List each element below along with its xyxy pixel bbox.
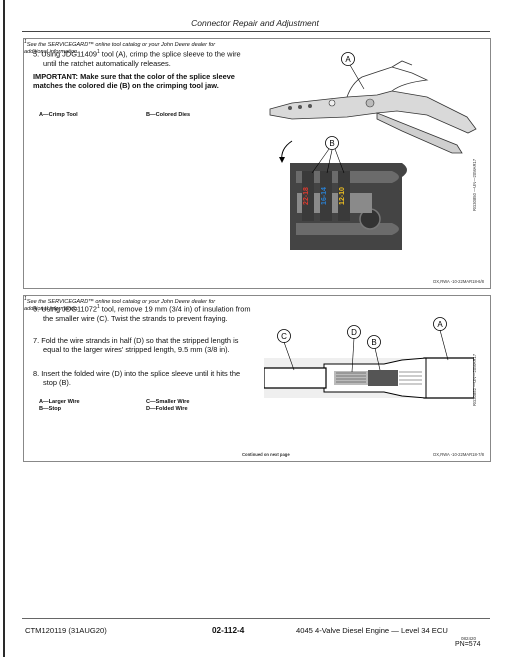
page-header-title: Connector Repair and Adjustment — [191, 18, 319, 28]
callout-d-label: D — [351, 328, 357, 337]
callout-b2-label: B — [371, 338, 376, 347]
callout-b — [325, 136, 339, 150]
figure1-side-code: RG30850 —UN—20MAR17 — [472, 158, 477, 211]
figure2-ref-code: DX,RWA -10-22MAR18-7/8 — [433, 452, 484, 457]
footnote1: 1See the SERVICEGARD™ online tool catalo… — [24, 39, 216, 55]
step5-number: 5. — [33, 49, 40, 59]
continued-note: Continued on next page — [242, 452, 290, 457]
footnote2: 1See the SERVICEGARD™ online tool catalo… — [24, 296, 216, 312]
figure1-ref-code: DX,RWA -10-22MAR18-6/8 — [433, 279, 484, 284]
die-label-blue: 16-14 — [321, 187, 328, 205]
footer-page-number: 02-112-4 — [212, 626, 245, 635]
legend-a: A—Crimp Tool — [39, 112, 78, 118]
step7-text: 7. Fold the wire strands in half (D) so … — [33, 336, 239, 355]
step6-8-panel: 6. Using JDG110721 tool, remove 19 mm (3… — [23, 295, 491, 462]
legend-b: B—Colored Dies — [146, 112, 191, 118]
footer-ctm: CTM120119 (31AUG20) — [25, 626, 107, 635]
crimp-tool-figure: A 22-18 16-14 12-10 B — [269, 52, 477, 250]
die-label-red: 22-18 — [303, 187, 310, 205]
footer-pn: PN=574 — [455, 641, 481, 648]
callout-b-label: B — [329, 139, 334, 148]
legend2-b: B—Stop — [39, 406, 62, 412]
step5-panel: 5. Using JDG114091 tool (A), crimp the s… — [23, 38, 491, 289]
die-label-yellow: 12-10 — [339, 187, 346, 205]
callout-a-label: A — [345, 55, 351, 64]
footer-rule — [22, 618, 490, 619]
splice-sleeve-figure: C D B A — [264, 317, 474, 399]
legend2-a: A—Larger Wire — [39, 399, 80, 405]
figure2-side-code: RG30852 —UN—20MAR17 — [472, 353, 477, 406]
step5-text: 5. Using JDG114091 tool (A), crimp the s… — [33, 49, 241, 68]
footer-engine-title: 4045 4-Valve Diesel Engine — Level 34 EC… — [296, 626, 448, 635]
footer-code: 082420 — [461, 636, 477, 641]
callout-a2-label: A — [437, 320, 443, 329]
important-note: IMPORTANT: Make sure that the color of t… — [33, 72, 235, 91]
legend2-d: D—Folded Wire — [146, 406, 188, 412]
step8-text: 8. Insert the folded wire (D) into the s… — [33, 369, 241, 388]
step6-text: 6. Using JDG110721 tool, remove 19 mm (3… — [33, 304, 251, 323]
callout-b2 — [367, 335, 381, 349]
legend2-c: C—Smaller Wire — [146, 399, 190, 405]
page-edge — [3, 0, 5, 657]
header-rule — [22, 31, 490, 32]
callout-c-label: C — [281, 332, 287, 341]
callout-a — [341, 52, 355, 66]
